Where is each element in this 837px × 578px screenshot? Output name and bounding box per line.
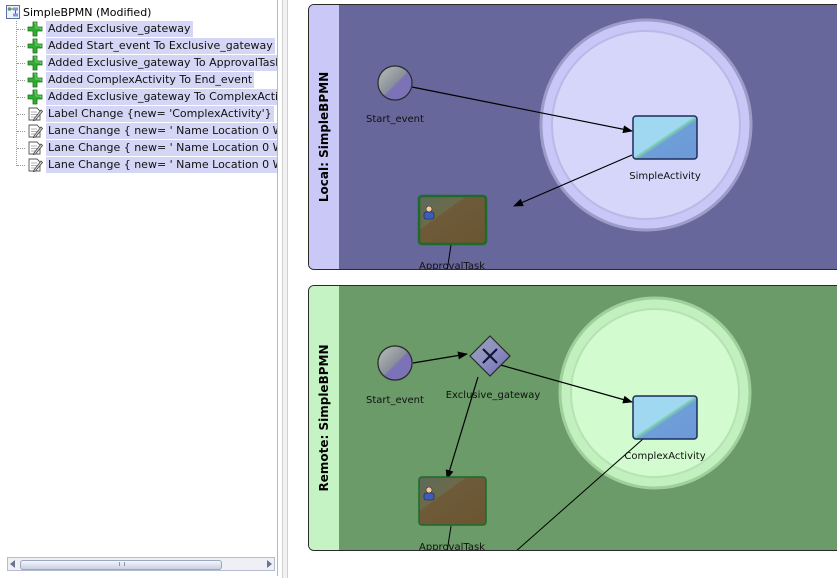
tree-item-label: Added Exclusive_gateway (46, 21, 193, 37)
add-icon (27, 21, 43, 37)
tree-guide-line (17, 165, 25, 166)
tree-item[interactable]: Added Exclusive_gateway To ApprovalTask (0, 55, 278, 72)
scrollbar-thumb[interactable] (20, 560, 222, 570)
local-diagram-canvas: Start_event SimpleActivity ApprovalTask (366, 18, 753, 270)
flow-approval-out[interactable] (446, 244, 452, 270)
remote-exclusive-gateway-label: Exclusive_gateway (446, 390, 541, 401)
flow-start-to-activity[interactable] (411, 86, 633, 134)
flow-gateway-to-approval[interactable] (445, 376, 479, 480)
tree-guide-line (17, 46, 25, 47)
remote-start-event-label: Start_event (366, 395, 424, 406)
grip-icon (119, 562, 125, 566)
tree-item-label: Added Start_event To Exclusive_gateway (46, 38, 275, 54)
tree-item-label: Added ComplexActivity To End_event (46, 72, 255, 88)
remote-complex-activity-label: ComplexActivity (624, 451, 705, 462)
local-pool-header[interactable]: Local: SimpleBPMN (309, 5, 340, 269)
tree-item[interactable]: Lane Change { new= ' Name Location 0 Wid… (0, 140, 277, 157)
user-task-icon (423, 205, 435, 220)
remote-pool-title: Remote: SimpleBPMN (317, 344, 331, 492)
edit-icon (28, 124, 43, 139)
tree-guide-line (16, 21, 17, 166)
tree-item-label: Lane Change { new= ' Name Location 0 Wid… (46, 123, 277, 139)
remote-approval-task-label: ApprovalTask (419, 542, 485, 551)
add-icon (27, 89, 43, 105)
split-pane-divider[interactable] (282, 0, 288, 578)
tree-guide-line (17, 114, 25, 115)
tree-item[interactable]: Lane Change { new= ' Name Location 0 Wid… (0, 123, 277, 140)
edit-icon (28, 107, 43, 122)
scroll-left-icon[interactable] (10, 560, 15, 568)
diagram-pane: Local: SimpleBPMN (288, 0, 837, 578)
x-icon (482, 348, 498, 364)
tree-item-label: Lane Change { new= ' Name Location 0 Wid… (46, 140, 277, 156)
tree-item[interactable]: Added ComplexActivity To End_event (0, 72, 277, 89)
remote-pool-header[interactable]: Remote: SimpleBPMN (309, 286, 340, 550)
tree-guide-line (17, 97, 25, 98)
add-icon (27, 38, 43, 54)
change-tree-pane[interactable]: SimpleBPMN (Modified) Added Exclusive_ga… (0, 0, 278, 576)
edit-icon (28, 141, 43, 156)
remote-diagram-canvas: Start_event Exclusive_gateway ComplexAct… (366, 296, 752, 551)
remote-exclusive-gateway[interactable]: Exclusive_gateway (446, 335, 541, 401)
add-icon (27, 72, 43, 88)
local-start-event-label: Start_event (366, 114, 424, 125)
edit-icon (28, 158, 43, 173)
tree-root[interactable]: SimpleBPMN (Modified) (6, 4, 151, 20)
tree-item-label: Label Change {new= 'ComplexActivity'} (46, 106, 274, 122)
tree-item[interactable]: Lane Change { new= ' Name Location 0 Wid… (0, 157, 277, 174)
flow-approval-out[interactable] (446, 525, 452, 551)
local-pool[interactable]: Local: SimpleBPMN (308, 4, 837, 270)
remote-approval-task[interactable]: ApprovalTask (418, 476, 487, 551)
local-simple-activity[interactable]: SimpleActivity (629, 115, 701, 182)
local-start-event[interactable]: Start_event (366, 65, 424, 125)
tree-item-label: Added Exclusive_gateway To ApprovalTask (46, 55, 278, 71)
local-approval-task[interactable]: ApprovalTask (417, 194, 488, 270)
remote-pool-lane[interactable]: Start_event Exclusive_gateway ComplexAct… (339, 286, 837, 550)
tree-guide-line (17, 131, 25, 132)
remote-start-event[interactable]: Start_event (366, 345, 424, 406)
scroll-right-icon[interactable] (267, 560, 272, 568)
flow-activity-to-end[interactable] (515, 438, 644, 551)
horizontal-scrollbar[interactable] (7, 557, 275, 571)
tree-item[interactable]: Added Exclusive_gateway To ComplexActivi… (0, 89, 278, 106)
local-pool-lane[interactable]: Start_event SimpleActivity ApprovalTask (339, 5, 837, 269)
flow-start-to-gateway[interactable] (412, 351, 468, 364)
local-approval-task-label: ApprovalTask (419, 261, 485, 270)
remote-complex-activity[interactable]: ComplexActivity (624, 395, 706, 462)
add-icon (27, 55, 43, 71)
tree-item[interactable]: Added Start_event To Exclusive_gateway (0, 38, 277, 55)
user-task-icon (423, 486, 435, 501)
bpmn-process-icon (6, 5, 20, 19)
tree-item-label: Added Exclusive_gateway To ComplexActivi… (46, 89, 278, 105)
flow-activity-to-approval[interactable] (513, 154, 633, 207)
local-pool-title: Local: SimpleBPMN (317, 71, 331, 203)
tree-guide-line (17, 148, 25, 149)
tree-item[interactable]: Added Exclusive_gateway (0, 21, 277, 38)
tree-guide-line (17, 63, 25, 64)
tree-item[interactable]: Label Change {new= 'ComplexActivity'} (0, 106, 277, 123)
tree-item-label: Lane Change { new= ' Name Location 0 Wid… (46, 157, 277, 173)
tree-guide-line (17, 80, 25, 81)
local-simple-activity-label: SimpleActivity (629, 171, 701, 182)
flow-gateway-to-activity[interactable] (489, 361, 633, 404)
tree-guide-line (17, 29, 25, 30)
tree-root-label: SimpleBPMN (Modified) (23, 5, 152, 19)
remote-pool[interactable]: Remote: SimpleBPMN (308, 285, 837, 551)
